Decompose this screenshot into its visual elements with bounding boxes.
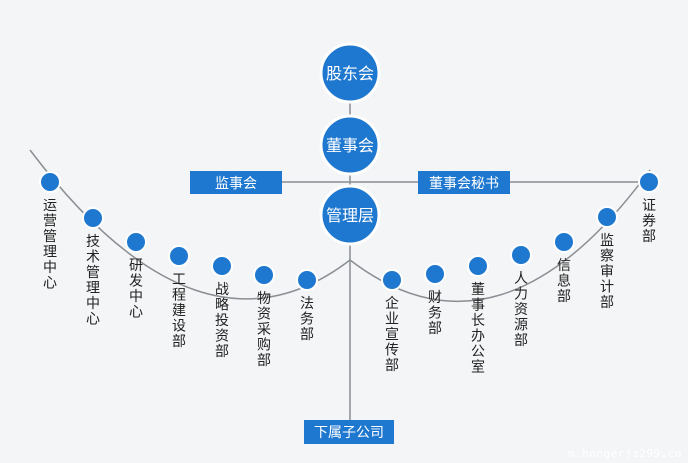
department-label: 法务部 — [300, 296, 314, 343]
department-9: 财务部 — [424, 263, 446, 337]
department-label: 物资采购部 — [257, 291, 271, 369]
department-2: 技术管理中心 — [82, 207, 104, 328]
department-dot — [296, 269, 318, 291]
department-dot — [39, 171, 61, 193]
board-secretary-label: 董事会秘书 — [429, 176, 499, 192]
department-11: 人力资源部 — [510, 244, 532, 349]
department-dot — [638, 171, 660, 193]
supervisory-board-label: 监事会 — [215, 176, 257, 192]
department-4: 工程建设部 — [168, 245, 190, 350]
department-label: 证券部 — [642, 198, 656, 245]
department-arc — [29, 149, 651, 303]
department-dot — [381, 269, 403, 291]
department-dot — [125, 231, 147, 253]
board-node: 董事会 — [319, 114, 381, 176]
department-dot — [467, 255, 489, 277]
subsidiaries-box: 下属子公司 — [304, 420, 394, 444]
department-label: 战略投资部 — [215, 282, 229, 360]
shareholders-node: 股东会 — [319, 42, 381, 104]
watermark: m.hongerjz299.co — [568, 447, 682, 460]
department-dot — [424, 263, 446, 285]
department-dot — [168, 245, 190, 267]
department-dot — [82, 207, 104, 229]
department-dot — [596, 206, 618, 228]
department-label: 技术管理中心 — [86, 234, 100, 328]
department-3: 研发中心 — [125, 231, 147, 321]
department-dot — [553, 231, 575, 253]
management-node: 管理层 — [319, 184, 381, 246]
department-10: 董事长办公室 — [467, 255, 489, 376]
management-label: 管理层 — [326, 206, 374, 225]
department-label: 企业宣传部 — [385, 295, 399, 374]
board-secretary-box: 董事会秘书 — [418, 171, 510, 194]
departments: 运营管理中心 技术管理中心 研发中心 工程建设部 战略投资部 物资采购部 法务部 企业宣传部 财… — [39, 171, 660, 376]
department-7: 法务部 — [296, 269, 318, 343]
department-label: 运营管理中心 — [43, 198, 57, 292]
board-label: 董事会 — [326, 136, 374, 155]
supervisory-board-box: 监事会 — [190, 171, 282, 194]
department-8: 企业宣传部 — [381, 269, 403, 374]
department-5: 战略投资部 — [211, 255, 233, 360]
shareholders-label: 股东会 — [326, 64, 374, 83]
department-label: 监察审计部 — [600, 233, 614, 311]
department-label: 人力资源部 — [514, 271, 528, 349]
department-6: 物资采购部 — [253, 264, 275, 369]
department-dot — [253, 264, 275, 286]
subsidiaries-label: 下属子公司 — [314, 425, 384, 441]
department-1: 运营管理中心 — [39, 171, 61, 292]
department-label: 财务部 — [428, 290, 442, 337]
department-label: 工程建设部 — [172, 272, 186, 350]
department-dot — [211, 255, 233, 277]
department-label: 董事长办公室 — [471, 282, 485, 376]
department-label: 研发中心 — [129, 258, 143, 321]
department-13: 监察审计部 — [596, 206, 618, 311]
department-dot — [510, 244, 532, 266]
department-label: 信息部 — [557, 258, 571, 305]
department-12: 信息部 — [553, 231, 575, 305]
department-14: 证券部 — [638, 171, 660, 245]
